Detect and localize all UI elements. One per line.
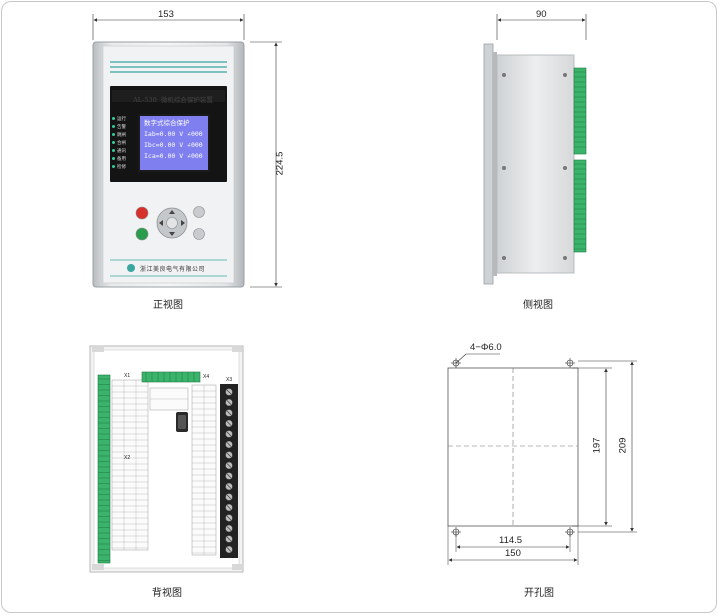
screen-line-4: Ica=0.00 V ∠000 [144, 152, 203, 160]
terminal-label-x3: X3 [226, 377, 233, 383]
front-height-dimension: 224.5 [274, 151, 286, 176]
terminal-label-x1: X1 [124, 373, 131, 379]
hole-spacing-dimension: 114.5 [499, 535, 523, 546]
hole-spec-label: 4−Φ6.0 [470, 342, 502, 353]
reset-key[interactable] [135, 206, 149, 220]
device-name-label: 微机综合保护装置 [160, 96, 213, 104]
outer-width-dimension: 150 [505, 548, 521, 559]
led-run: 运行 [112, 116, 126, 122]
side-terminal-upper [573, 67, 587, 155]
cutout-view [447, 353, 637, 565]
terminal-label-x2: X2 [124, 455, 131, 461]
terminal-block-x1-x2 [97, 374, 111, 564]
screen-line-2: Iab=0.00 V ∠000 [144, 130, 203, 138]
front-view-caption: 正视图 [153, 300, 183, 311]
cutout-view-caption: 开孔图 [524, 588, 554, 599]
cutout-outline [447, 367, 579, 527]
lcd-screen: 数字式综合保护 Iab=0.00 V ∠000 Ibc=0.00 V ∠000 … [138, 114, 210, 172]
rear-view [89, 345, 244, 573]
device-title: AL-530 微机综合保护装置 [118, 94, 228, 104]
led-alarm: 告警 [112, 124, 126, 130]
company-name: 浙江美良电气有限公司 [140, 266, 206, 273]
model-label: AL-530 [133, 96, 157, 104]
side-view-caption: 侧视图 [523, 300, 553, 311]
screen-line-1: 数字式综合保护 [144, 119, 190, 127]
led-service: 检修 [112, 164, 126, 170]
led-trip: 跳闸 [112, 132, 126, 138]
rear-view-caption: 背视图 [152, 588, 182, 599]
side-depth-dimension: 90 [536, 9, 547, 20]
terminal-block-x3 [220, 384, 238, 558]
led-spare: 备用 [112, 156, 126, 162]
confirm-key[interactable] [135, 227, 149, 241]
led-comm: 通讯 [112, 148, 126, 154]
minus-key[interactable] [193, 228, 205, 240]
outer-height-dimension: 209 [617, 437, 629, 454]
led-close: 合闸 [112, 140, 126, 146]
side-view [483, 14, 587, 285]
screen-line-3: Ibc=0.00 V ∠000 [144, 141, 203, 149]
terminal-block-x4 [141, 371, 201, 383]
plus-key[interactable] [193, 206, 205, 218]
terminal-label-x4: X4 [203, 374, 210, 380]
inner-height-dimension: 197 [591, 437, 603, 454]
front-width-dimension: 153 [158, 9, 174, 20]
company-logo [127, 264, 135, 272]
